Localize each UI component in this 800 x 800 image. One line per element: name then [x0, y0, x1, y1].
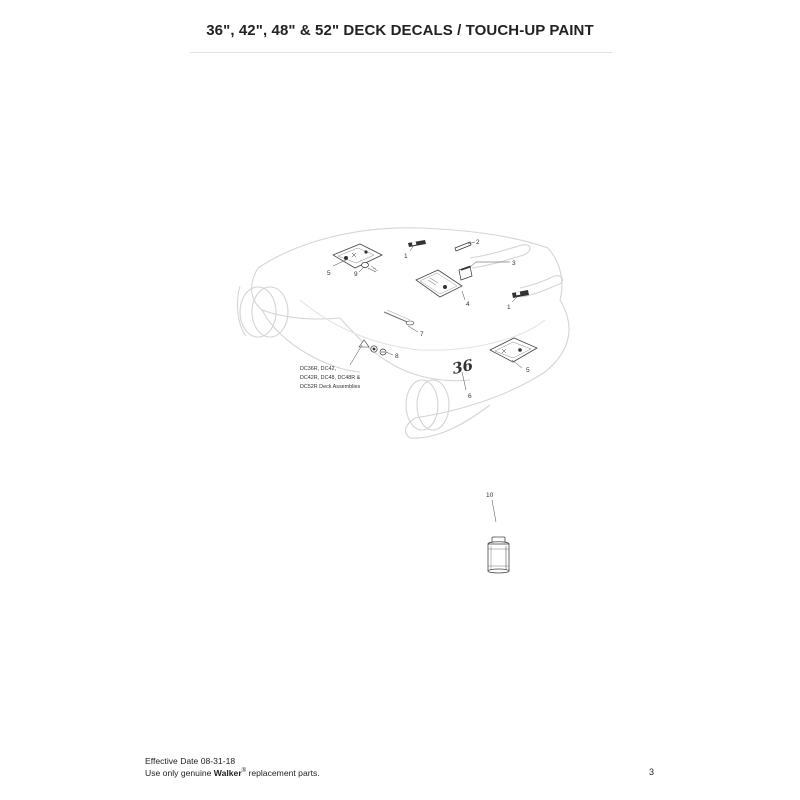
callout-1-upper: 1: [404, 253, 408, 260]
effective-date: Effective Date 08-31-18: [145, 756, 236, 766]
decal-7: [383, 309, 415, 326]
notice-prefix: Use only genuine: [145, 767, 214, 778]
assembly-note: DC36R, DC42, DC42R, DC48, DC48R & DC52R …: [300, 366, 361, 390]
callout-3: 3: [512, 260, 516, 267]
leader-lines: [332, 241, 523, 523]
assembly-note-line-3: DC52R Deck Assemblies: [300, 384, 361, 390]
deck-size-decal-6: 36: [451, 356, 476, 378]
callout-6: 6: [468, 393, 472, 400]
callout-9: 9: [354, 271, 358, 278]
decal-5-lower: [489, 337, 538, 363]
decal-2: [454, 241, 472, 252]
callout-7: 7: [420, 331, 424, 338]
page-title: 36", 42", 48" & 52" DECK DECALS / TOUCH-…: [206, 22, 594, 39]
registered-mark: ®: [241, 767, 247, 774]
callout-4: 4: [466, 301, 470, 308]
decal-1-upper: [408, 240, 426, 247]
callout-2: 2: [476, 239, 480, 246]
callout-8: 8: [395, 353, 399, 360]
touch-up-paint-can: [487, 536, 510, 574]
title-divider: [190, 52, 612, 53]
deck-outline: [236, 227, 570, 439]
page-footer: Effective Date 08-31-18 Use only genuine…: [145, 756, 320, 779]
callout-5-upper: 5: [327, 270, 331, 277]
assembly-note-line-2: DC42R, DC48, DC48R &: [300, 375, 361, 381]
decal-8: [358, 339, 387, 356]
assembly-note-line-1: DC36R, DC42,: [300, 366, 336, 372]
decal-9: [361, 262, 379, 273]
decal-4: [415, 269, 463, 298]
decal-1-lower: [512, 290, 529, 298]
callout-1-lower: 1: [507, 304, 511, 311]
callout-10: 10: [486, 492, 494, 499]
decal-5-upper: [332, 243, 383, 269]
genuine-parts-notice: Use only genuine Walker® replacement par…: [145, 767, 320, 779]
brand-name: Walker: [213, 767, 242, 778]
notice-suffix: replacement parts.: [246, 767, 320, 778]
page-number: 3: [649, 767, 655, 777]
callout-5-lower: 5: [526, 367, 530, 374]
decal-3: [458, 265, 473, 281]
